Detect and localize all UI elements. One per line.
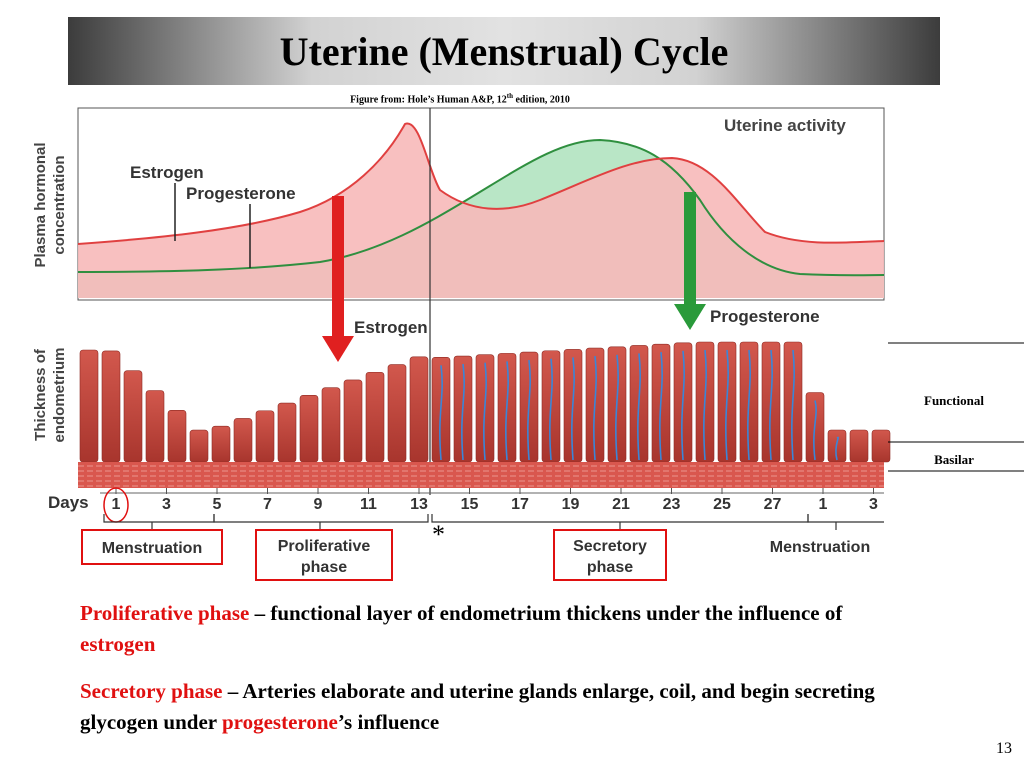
endometrium-column [189, 429, 209, 463]
proliferative-phase-label-1: Proliferative [278, 538, 371, 555]
endometrium-column [123, 370, 143, 463]
blood-vessel [703, 349, 707, 461]
blood-vessel [835, 436, 839, 461]
blood-vessel [527, 359, 531, 461]
slide-title: Uterine (Menstrual) Cycle [279, 28, 729, 74]
endometrium-column [277, 402, 297, 463]
endometrium-column [255, 410, 275, 463]
endometrium-column [387, 364, 407, 463]
menstruation-box [81, 529, 223, 565]
endometrium-column [145, 390, 165, 463]
day-tick-label: 25 [713, 496, 731, 513]
endometrium-column [409, 356, 429, 463]
blood-vessel [571, 357, 575, 461]
day-tick-label: 9 [314, 496, 323, 513]
endometrium-column [343, 379, 363, 463]
day-tick-label: 23 [663, 496, 681, 513]
menstruation-label: Menstruation [102, 540, 202, 557]
blood-vessel [439, 365, 443, 461]
day-tick-label: 15 [461, 496, 479, 513]
blood-vessel [725, 349, 729, 461]
day-tick-label: 17 [511, 496, 529, 513]
estrogen-curve-area [78, 123, 884, 298]
estrogen-term: estrogen [80, 632, 156, 656]
secretory-phase-label-1: Secretory [573, 538, 647, 555]
blood-vessel [483, 362, 487, 461]
day-tick-label: 19 [562, 496, 580, 513]
day-tick-label: 1 [112, 496, 121, 513]
blood-vessel [659, 352, 663, 461]
phase-bracket-secretory [431, 514, 809, 523]
y-axis-title-hormone-1: Plasma hormonal [32, 142, 49, 267]
day-tick-label: 7 [263, 496, 272, 513]
proliferative-phase-box [255, 529, 393, 581]
proliferative-description: Proliferative phase – functional layer o… [80, 601, 843, 656]
day-tick-label: 1 [819, 496, 828, 513]
estrogen-arrow-label: Estrogen [354, 318, 428, 337]
estrogen-curve [77, 122, 885, 245]
day-tick-label: 3 [162, 496, 171, 513]
day-tick-label: 21 [612, 496, 630, 513]
endometrium-column [299, 395, 319, 463]
blood-vessel [505, 361, 509, 461]
secretory-term: Secretory phase [80, 679, 223, 703]
figure-credit: Figure from: Hole’s Human A&P, 12th edit… [350, 92, 570, 106]
blood-vessel [593, 356, 597, 461]
functional-layer-label: Functional [924, 393, 984, 408]
progesterone-arrow-label: Progesterone [710, 307, 820, 326]
blood-vessel [791, 349, 795, 461]
blood-vessel [769, 349, 773, 461]
endometrium-column [365, 371, 385, 463]
estrogen-curve-label: Estrogen [130, 163, 204, 182]
proliferative-phase-label-2: phase [301, 559, 347, 576]
progesterone-arrow [674, 192, 706, 330]
endometrium-tissue [79, 341, 891, 463]
basilar-layer-label: Basilar [934, 452, 974, 467]
endometrium-column [101, 350, 121, 463]
days-label: Days [48, 493, 89, 512]
day-tick-label: 13 [410, 496, 428, 513]
endometrium-column [79, 349, 99, 463]
secretory-description: Secretory phase – Arteries elaborate and… [80, 679, 875, 734]
phase-bracket-proliferative [213, 514, 429, 523]
page-number: 13 [996, 740, 1012, 757]
secretory-phase-box [553, 529, 667, 581]
day-tick-label: 11 [360, 496, 377, 513]
blood-vessel [813, 400, 817, 461]
progesterone-term: progesterone [221, 710, 338, 734]
progesterone-curve-label: Progesterone [186, 184, 296, 203]
proliferative-term: Proliferative phase [80, 601, 250, 625]
day-tick-label: 3 [869, 496, 878, 513]
progesterone-curve [77, 138, 885, 277]
endometrium-column [849, 429, 869, 463]
uterine-cycle-diagram: Plasma hormonal concentration Thickness … [32, 107, 1024, 581]
blood-vessel [549, 358, 553, 461]
blood-vessel [461, 363, 465, 461]
menstruation-label-2: Menstruation [770, 539, 870, 556]
y-axis-title-hormone-2: concentration [51, 155, 68, 254]
blood-vessel [681, 350, 685, 461]
estrogen-arrow [322, 196, 354, 362]
y-axis-title-endometrium-2: endometrium [51, 347, 68, 442]
day-tick-label: 27 [764, 496, 782, 513]
blood-vessel [747, 349, 751, 461]
endometrium-column [167, 409, 187, 463]
title-bar: Uterine (Menstrual) Cycle [68, 17, 940, 85]
endometrium-column [233, 418, 253, 463]
day-tick-label: 5 [213, 496, 222, 513]
ovulation-asterisk: * [432, 520, 445, 549]
y-axis-title-endometrium-1: Thickness of [32, 348, 49, 441]
secretory-phase-label-2: phase [587, 559, 633, 576]
endometrium-column [321, 387, 341, 463]
basilar-layer-texture [78, 465, 884, 487]
blood-vessel [615, 354, 619, 461]
phase-bracket-menstruation-2 [807, 514, 884, 523]
endometrium-column [211, 425, 231, 463]
blood-vessel [637, 353, 641, 461]
uterine-activity-label: Uterine activity [724, 116, 846, 135]
